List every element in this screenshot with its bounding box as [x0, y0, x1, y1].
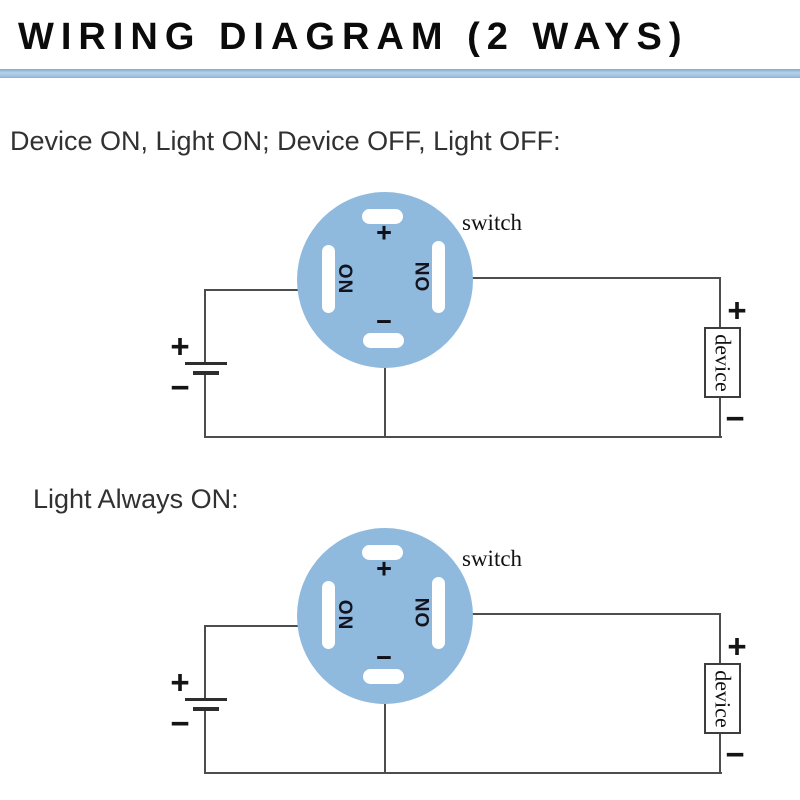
- wire-battery-positive-lead: [204, 289, 206, 364]
- wire-right-terminal-to-device: [444, 277, 721, 279]
- no-terminal-right: [432, 241, 445, 313]
- switch-label: switch: [462, 546, 523, 571]
- wire-battery-positive-lead: [204, 625, 206, 700]
- device-plus-sign: +: [727, 291, 747, 329]
- wire-device-positive-lead: [719, 613, 721, 665]
- no-terminal-left: [322, 245, 335, 313]
- wiring-diagram-2: + − NO NO switch + − + device −: [0, 506, 800, 796]
- no-terminal-right-label: NO: [410, 597, 432, 629]
- no-terminal-left: [322, 581, 335, 649]
- no-terminal-left-label: NO: [336, 262, 358, 294]
- device-box: device: [704, 327, 741, 398]
- battery-minus-sign: −: [170, 368, 190, 406]
- device-minus-sign: −: [725, 735, 745, 773]
- battery-plate-long: [185, 362, 227, 365]
- device-minus-sign: −: [725, 399, 745, 437]
- no-terminal-left-label: NO: [336, 598, 358, 630]
- led-plus-sign: +: [376, 217, 392, 248]
- section-1-heading: Device ON, Light ON; Device OFF, Light O…: [10, 126, 561, 156]
- led-minus-terminal: [363, 669, 404, 684]
- wire-right-terminal-to-device: [444, 613, 721, 615]
- no-terminal-right: [432, 577, 445, 649]
- wire-led-minus-vertical: [384, 684, 386, 774]
- battery-plate-short: [193, 371, 219, 375]
- wire-battery-negative-lead: [204, 711, 206, 774]
- section-2-heading: Light Always ON:: [33, 484, 239, 514]
- led-plus-terminal: [362, 209, 403, 224]
- wiring-diagram-1: + − NO NO switch + − + device −: [0, 170, 800, 460]
- page-title: WIRING DIAGRAM (2 WAYS): [18, 16, 689, 58]
- battery-plate-short: [193, 707, 219, 711]
- wire-device-positive-lead: [719, 277, 721, 329]
- wire-battery-negative-lead: [204, 375, 206, 438]
- wire-device-negative-lead: [719, 396, 721, 438]
- battery-plate-long: [185, 698, 227, 701]
- device-label: device: [710, 333, 736, 392]
- wire-bottom-return: [204, 436, 722, 438]
- led-minus-sign: −: [376, 306, 392, 337]
- wire-device-negative-lead: [719, 732, 721, 774]
- switch-label: switch: [462, 210, 523, 235]
- wire-battery-to-left-terminal: [205, 625, 325, 627]
- battery-minus-sign: −: [170, 704, 190, 742]
- device-plus-sign: +: [727, 627, 747, 665]
- device-label: device: [710, 669, 736, 728]
- led-plus-terminal: [362, 545, 403, 560]
- led-minus-terminal: [363, 333, 404, 348]
- no-terminal-right-label: NO: [410, 261, 432, 293]
- led-plus-sign: +: [376, 553, 392, 584]
- battery-plus-sign: +: [170, 663, 190, 701]
- title-divider: [0, 69, 800, 78]
- wire-bottom-return: [204, 772, 722, 774]
- led-minus-sign: −: [376, 642, 392, 673]
- wire-battery-to-left-terminal: [205, 289, 325, 291]
- device-box: device: [704, 663, 741, 734]
- battery-plus-sign: +: [170, 327, 190, 365]
- wire-led-minus-vertical: [384, 348, 386, 438]
